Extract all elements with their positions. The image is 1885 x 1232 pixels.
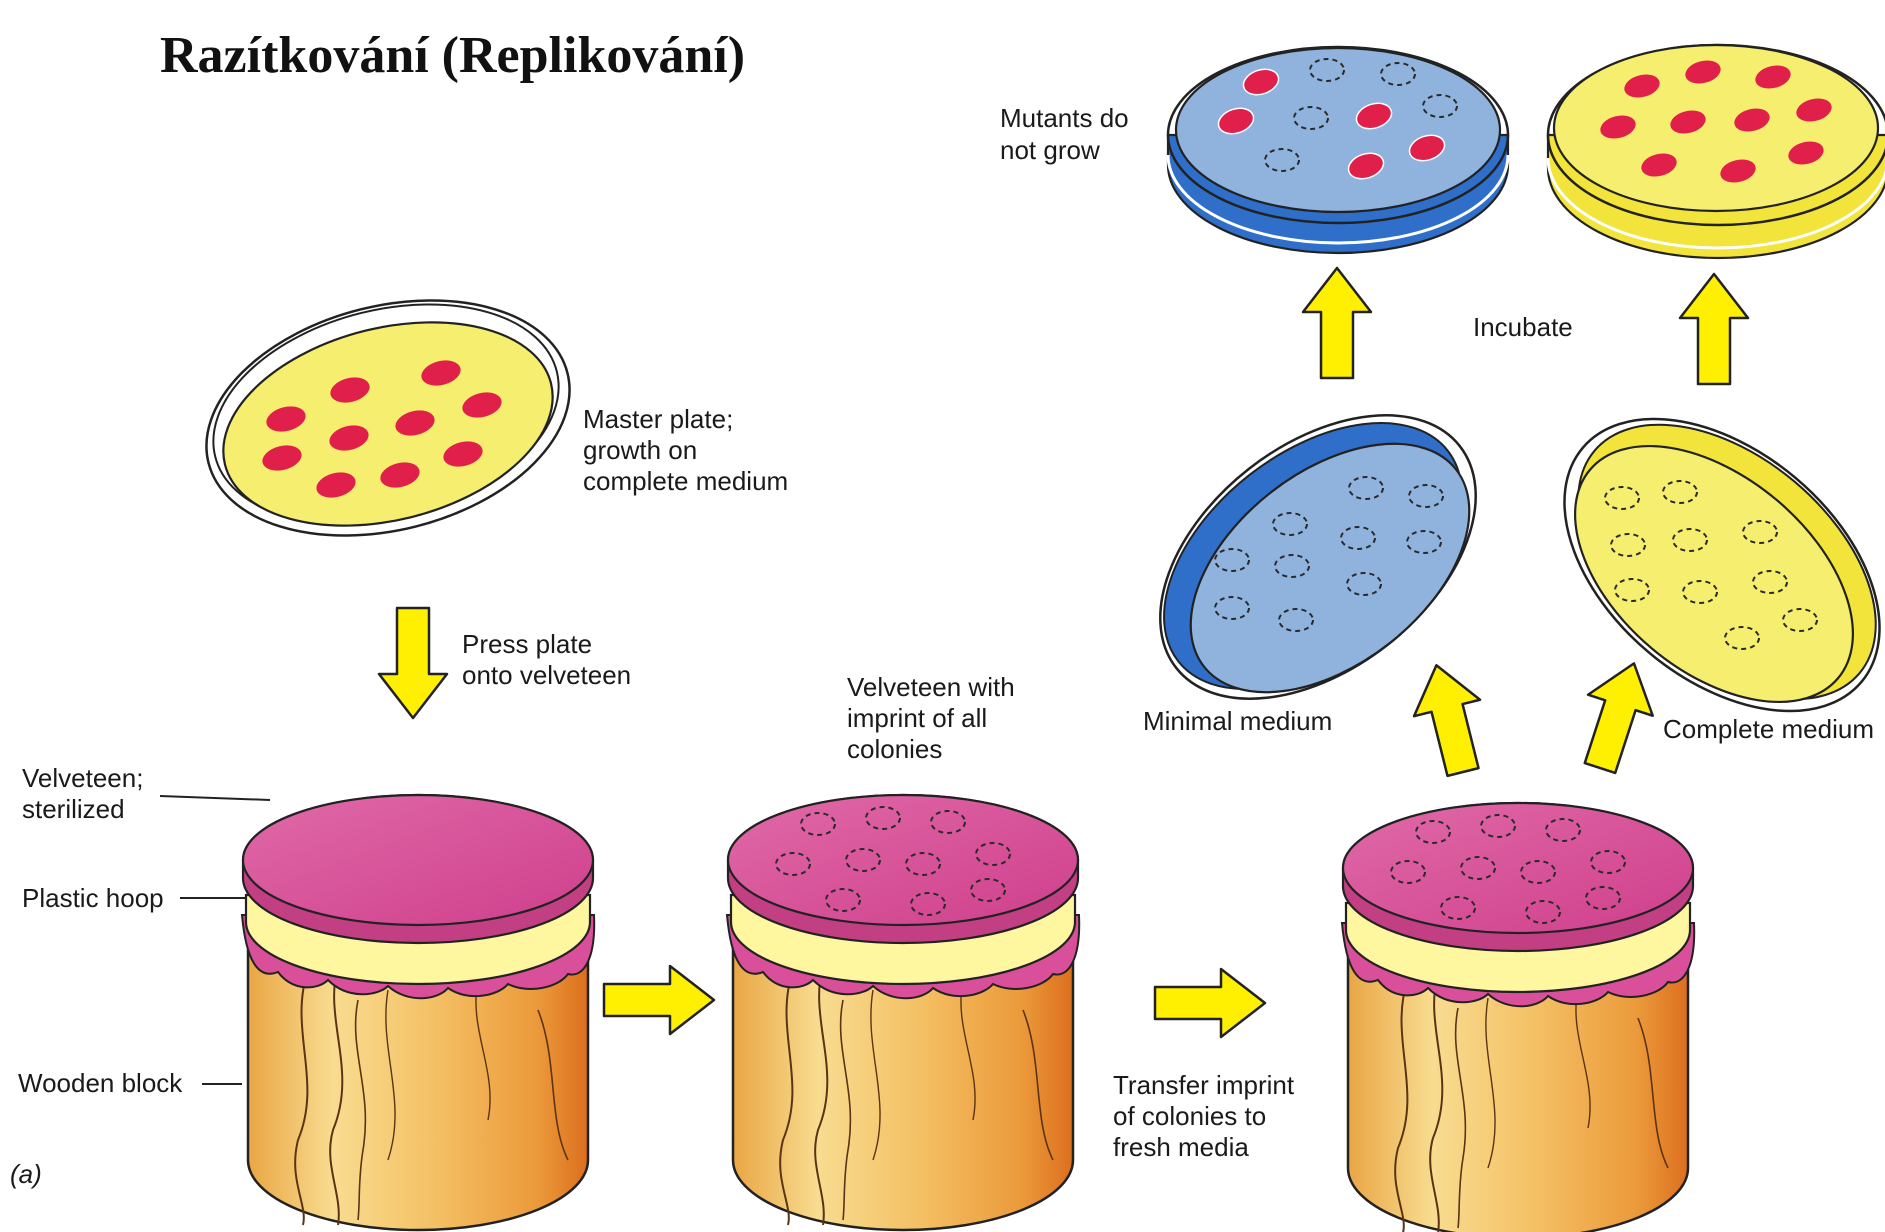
arrow-to-minimal [1403, 657, 1496, 780]
arrow-incubate-complete [1680, 274, 1748, 384]
arrow-to-complete [1568, 653, 1667, 779]
press-arrow [379, 608, 447, 718]
minimal-medium-plate-incubated [1168, 47, 1508, 253]
arrow-block2-to-block3 [1155, 969, 1265, 1037]
velveteen-sterilized-label: Velveteen; sterilized [22, 763, 151, 824]
incubate-label: Incubate [1473, 312, 1573, 342]
master-plate [181, 265, 594, 572]
page-title: Razítkování (Replikování) [160, 27, 745, 84]
minimal-medium-label: Minimal medium [1143, 706, 1332, 736]
velveteen-pointer [160, 796, 270, 800]
mutants-label: Mutants do not grow [1000, 103, 1136, 165]
plastic-hoop-label: Plastic hoop [22, 883, 164, 913]
press-plate-label: Press plate onto velveteen [462, 629, 631, 690]
complete-medium-label: Complete medium [1663, 714, 1874, 744]
panel-label: (a) [10, 1159, 42, 1189]
transfer-imprint-label: Transfer imprint of colonies to fresh me… [1113, 1070, 1301, 1162]
wooden-block-transfer [1342, 803, 1694, 1232]
complete-medium-plate-incubated [1548, 45, 1885, 258]
complete-medium-plate-fresh [1509, 361, 1885, 770]
wooden-block-sterile [242, 795, 594, 1230]
wooden-block-imprint [727, 795, 1079, 1230]
master-plate-label: Master plate; growth on complete medium [583, 404, 788, 496]
arrow-incubate-minimal [1303, 268, 1371, 378]
wooden-block-label: Wooden block [18, 1068, 183, 1098]
arrow-block1-to-block2 [604, 966, 714, 1034]
velveteen-imprint-label: Velveteen with imprint of all colonies [847, 672, 1022, 764]
